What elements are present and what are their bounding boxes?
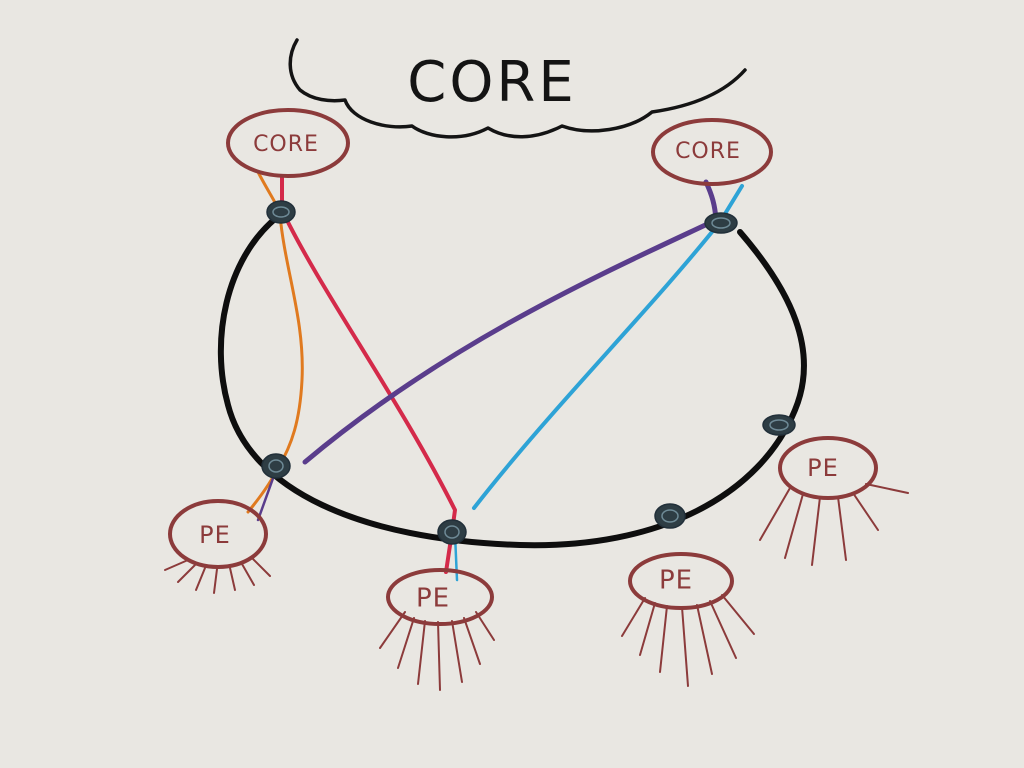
core-node-right-label: CORE (675, 139, 741, 164)
core-cloud-outline (288, 38, 747, 139)
pe-node-left-outline (168, 499, 268, 569)
pe-node-bottom-spokes (379, 611, 495, 691)
core-cloud: CORE (288, 38, 747, 139)
core-cloud-label: CORE (407, 50, 576, 115)
pe-node-bottom-right-outline (628, 552, 734, 610)
pe-node-bottom-right-label: PE (659, 566, 693, 596)
pe-node-bottom: PE (379, 568, 495, 691)
pe-node-right: PE (759, 436, 909, 566)
pe-node-bottom-right-spokes (621, 594, 755, 687)
link-red (280, 174, 457, 574)
ring-connectors (261, 200, 796, 545)
pe-node-right-label: PE (807, 454, 839, 482)
core-node-right-outline (651, 118, 773, 186)
pe-node-bottom-outline (386, 568, 494, 626)
pe-node-bottom-right: PE (621, 552, 755, 687)
connector-bottom (437, 519, 467, 545)
pe-node-right-outline (778, 436, 878, 500)
connector-right (762, 414, 796, 436)
link-purple (302, 179, 719, 465)
pe-node-bottom-label: PE (416, 584, 450, 614)
core-node-left-outline (226, 108, 350, 178)
core-node-right: CORE (651, 118, 773, 186)
connector-bottom-right (654, 503, 686, 529)
pe-node-left-label: PE (199, 521, 231, 549)
connector-top-left (266, 200, 296, 224)
pe-node-left: PE (164, 499, 271, 594)
pe-node-left-spokes (164, 557, 271, 594)
link-blue (472, 184, 744, 510)
ring (217, 215, 807, 549)
connector-top-right (704, 212, 738, 234)
connector-left (261, 453, 291, 479)
core-node-left: CORE (226, 108, 350, 178)
pe-node-right-spokes (759, 483, 909, 566)
core-node-left-label: CORE (253, 132, 319, 157)
